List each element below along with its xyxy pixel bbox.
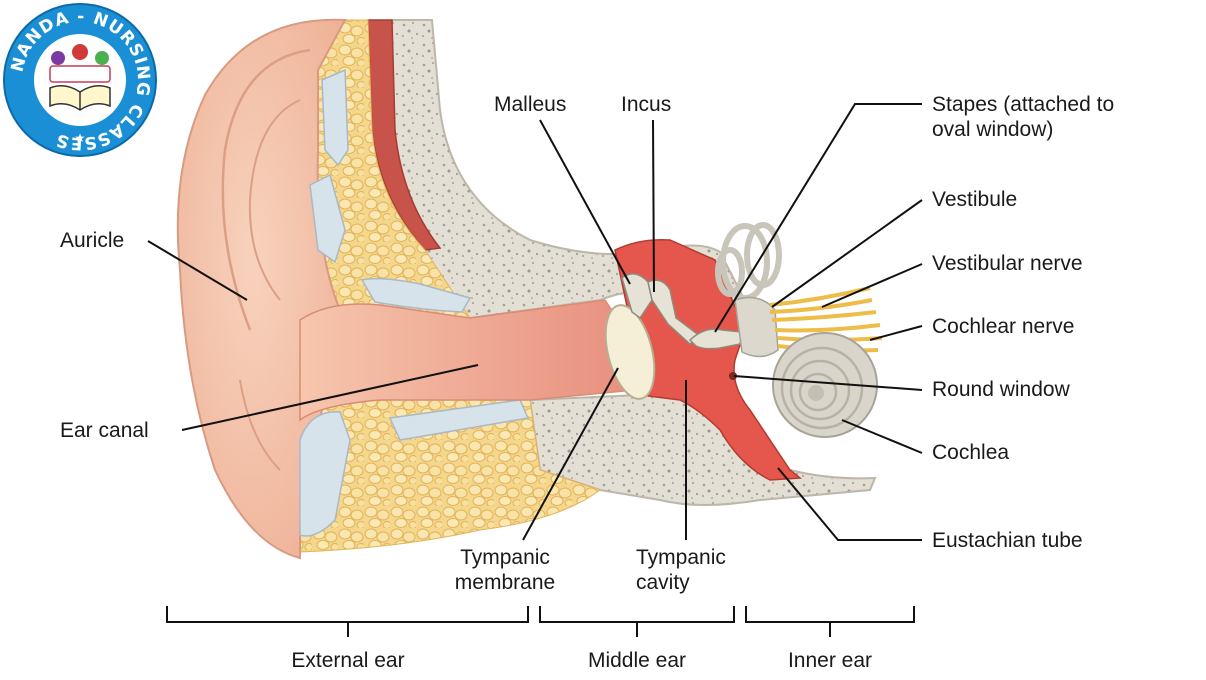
- round-window-shape: [729, 372, 737, 380]
- label-vestibule: Vestibule: [932, 188, 1018, 211]
- label-tympanic-membrane: Tympanic membrane: [442, 545, 568, 595]
- region-label-middle-ear: Middle ear: [587, 649, 687, 672]
- tympanic-membrane-shape: [604, 304, 656, 400]
- leader-tympanic-membrane: [522, 367, 619, 541]
- region-brackets: [166, 606, 915, 637]
- label-incus: Incus: [621, 93, 672, 116]
- leader-lines: [147, 103, 923, 541]
- label-tympanic-membrane-line2: membrane: [454, 571, 556, 594]
- label-stapes-line2: oval window): [932, 118, 1054, 141]
- logo-star-icon: ★: [75, 131, 86, 145]
- label-ear-canal: Ear canal: [60, 419, 149, 442]
- leader-cochlear-nerve: [869, 325, 923, 341]
- label-malleus: Malleus: [494, 93, 567, 116]
- bracket-middle-ear: [539, 606, 735, 623]
- label-tympanic-membrane-line1: Tympanic: [460, 546, 550, 569]
- cochlea-shape: [772, 332, 878, 438]
- cartilage-upper-1: [321, 68, 349, 167]
- logo-figure-center: [72, 44, 88, 60]
- leader-round-window: [733, 375, 923, 391]
- label-tympanic-cavity-line2: cavity: [636, 571, 690, 594]
- cartilage-lower-1: [299, 411, 351, 537]
- label-vestibular-nerve: Vestibular nerve: [932, 252, 1083, 275]
- auricle-fold-2: [248, 99, 301, 301]
- label-stapes: Stapes (attached to oval window): [932, 92, 1114, 142]
- vestibule-shape: [734, 296, 779, 358]
- label-stapes-line1: Stapes (attached to: [932, 93, 1115, 116]
- region-label-external-ear: External ear: [291, 649, 405, 672]
- label-cochlear-nerve: Cochlear nerve: [932, 315, 1075, 338]
- bracket-inner-ear: [745, 606, 915, 623]
- logo-figure-right: [95, 51, 109, 65]
- label-round-window: Round window: [932, 378, 1070, 401]
- leader-malleus: [539, 119, 631, 285]
- leader-incus: [652, 119, 655, 293]
- vestibular-nerve-shape: [769, 286, 877, 322]
- leader-ear-canal: [181, 364, 479, 431]
- label-eustachian-tube: Eustachian tube: [932, 529, 1083, 552]
- bracket-external-ear: [166, 606, 529, 623]
- leader-vestibule: [771, 199, 923, 308]
- nanda-nursing-classes-logo: NANDA - NURSING CLASSES ★: [3, 3, 157, 157]
- leader-vestibular-nerve: [821, 263, 923, 308]
- leader-eustachian-tube: [777, 467, 922, 541]
- leader-stapes: [714, 103, 922, 333]
- cartilage-upper-3: [360, 277, 472, 313]
- temporalis-muscle: [367, 19, 442, 251]
- label-auricle: Auricle: [60, 229, 125, 252]
- label-tympanic-cavity-line1: Tympanic: [636, 546, 726, 569]
- semicircular-canals: [715, 222, 782, 301]
- stapes-shape: [688, 328, 743, 350]
- auricle-fold-1: [221, 48, 311, 331]
- auricle-fold-3: [239, 379, 281, 471]
- logo-figure-left: [51, 51, 65, 65]
- region-label-inner-ear: Inner ear: [787, 649, 873, 672]
- leader-auricle: [147, 240, 248, 301]
- cartilage-lower-2: [388, 399, 530, 441]
- label-cochlea: Cochlea: [932, 441, 1010, 464]
- label-tympanic-cavity: Tympanic cavity: [636, 545, 726, 595]
- cartilage-upper-2: [309, 173, 346, 264]
- leader-cochlea: [841, 419, 923, 454]
